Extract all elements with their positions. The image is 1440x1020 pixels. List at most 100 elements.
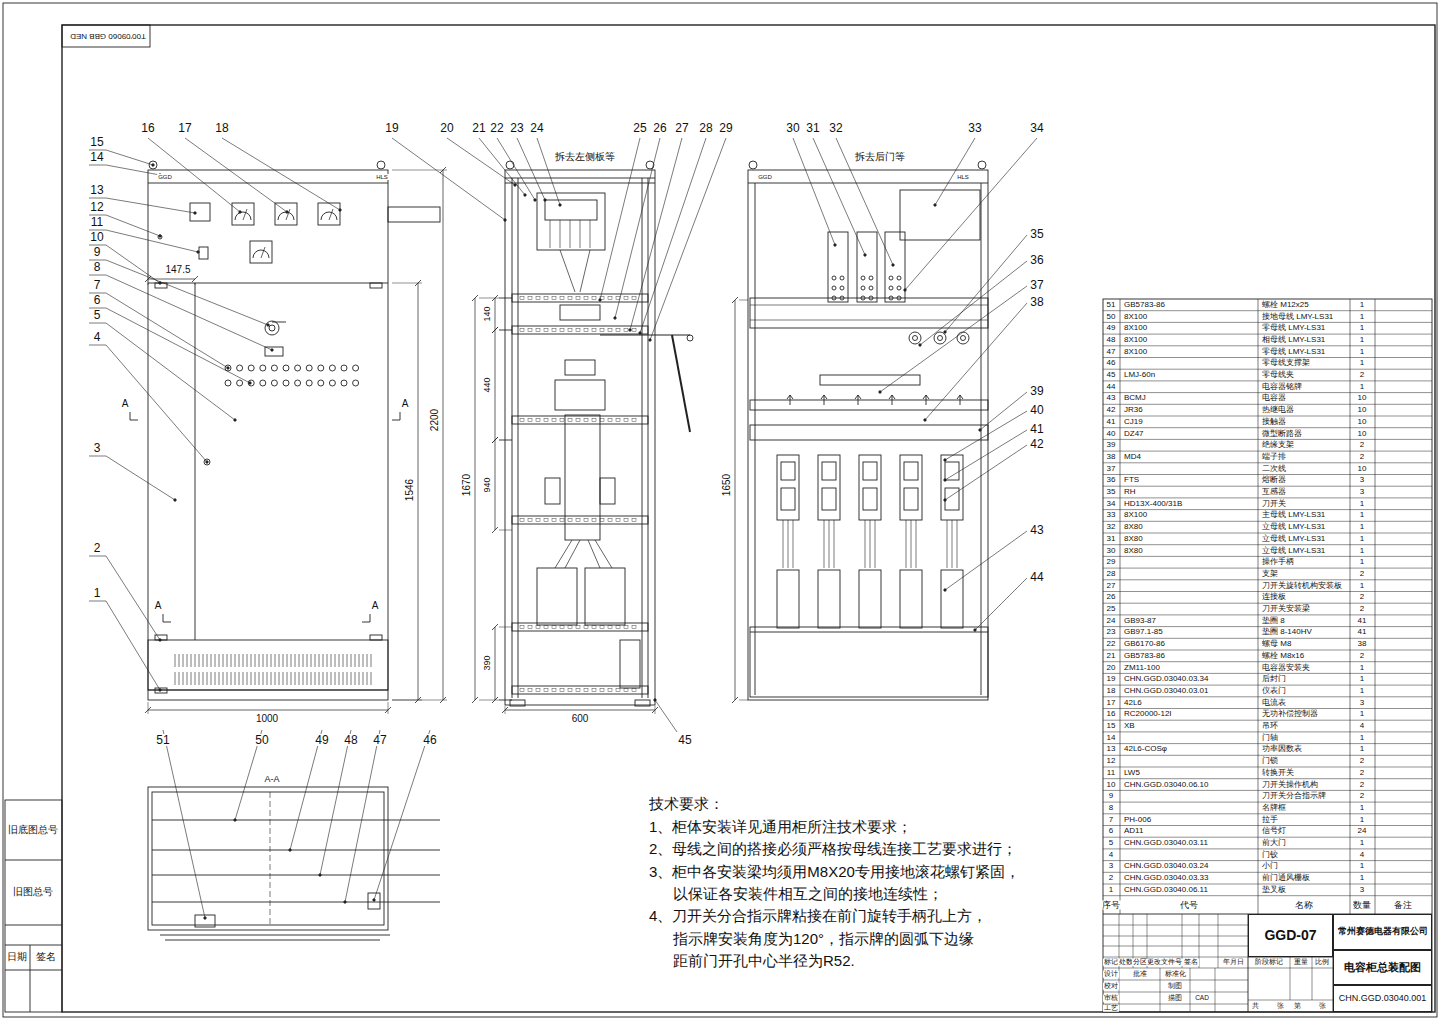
table-rule [1103,685,1432,686]
beam-hole [544,419,548,422]
table-cell: 螺栓 M12x25 [1261,301,1310,309]
table-cell: 1 [1359,745,1365,753]
busbar-clamp [820,375,920,385]
table-cell: 端子排 [1261,453,1287,461]
beam-hole [624,689,628,692]
wire [911,520,912,568]
callout-number: 31 [805,122,820,134]
leader-dot [197,251,199,253]
frame-post [512,178,513,698]
vent-slot [283,672,284,685]
table-cell: DZ47 [1123,430,1145,438]
title-rule [1103,936,1248,937]
frame-post [755,183,756,695]
leader-line [980,392,1027,430]
vent-slot [303,672,304,685]
beam-hole [560,297,564,300]
margin-box [5,800,62,1012]
vent-slot [363,654,364,667]
table-cell: 41 [1357,617,1368,625]
vent-slot [299,672,300,685]
margin-text: 旧底图总号 [7,825,59,835]
table-cell: 3 [1108,862,1114,870]
table-cell: 主母线 LMY-LS31 [1261,511,1326,519]
meter-needle [261,247,265,258]
table-cell: 2 [1359,570,1365,578]
breaker-module [941,455,963,520]
beam-hole [528,419,532,422]
dimension-value: 140 [483,305,492,322]
handle-hub [265,321,279,335]
beam-hole [616,297,620,300]
contactor [781,488,795,510]
fuse-holder [565,415,600,540]
signal-lamp [271,365,277,371]
table-rule [1103,357,1432,358]
panel-edge [148,283,388,284]
table-cell: 接地母线 LMY-LS31 [1261,313,1334,321]
beam-hole [624,419,628,422]
meter-symbol [318,203,340,225]
callout-number: 14 [89,151,104,163]
table-cell: 4 [1359,851,1365,859]
circuit-breaker [945,462,959,480]
beam-hole [584,297,588,300]
table-cell: 垫圈 8 [1261,617,1286,625]
leader-dot [974,629,976,631]
table-cell: 48 [1106,336,1117,344]
table-cell: 8X80 [1123,523,1144,531]
bolt-hole [832,286,836,290]
circuit-breaker [863,462,877,480]
busbar-edge [750,305,988,306]
technical-note: 1、柜体安装详见通用柜所注技术要求； [648,819,913,834]
table-cell: 支架 [1261,570,1279,578]
leader-dot [614,317,616,319]
wire [870,520,871,568]
beam-hole [600,419,604,422]
callout-number: 48 [343,734,358,746]
section-letter: A [401,399,410,409]
technical-note: 2、母线之间的搭接必须严格按母线连接工艺要求进行； [648,841,1018,856]
section-mark [130,412,138,420]
vent-slot [275,672,276,685]
table-rule [1103,322,1432,323]
vent-slot [183,654,184,667]
vertical-busbar [857,232,877,302]
table-cell: 2 [1359,792,1365,800]
table-rule [1103,462,1432,463]
title-rule [1218,914,1219,968]
technical-note: 以保证各安装件相互之间的接地连续性； [672,886,944,901]
beam-hole [536,689,540,692]
callout-number: 20 [439,122,454,134]
table-cell: 32 [1106,523,1117,531]
table-cell: 4 [1359,722,1365,730]
extension-line [499,330,512,331]
table-rule [1103,404,1432,405]
title-block-text: 重量 [1293,959,1309,966]
table-cell: GB5783-86 [1123,652,1166,660]
wire [916,520,917,568]
table-cell: 3 [1359,476,1365,484]
meter-scale [235,212,251,220]
table-cell: 41 [1106,418,1117,426]
signal-lamp [283,380,289,386]
table-cell: FTS [1123,476,1140,484]
table-cell: 1 [1359,675,1365,683]
dimension-line [418,283,419,700]
table-cell: GB93-87 [1123,617,1157,625]
leader-dot [514,184,516,186]
table-cell: JR36 [1123,406,1144,414]
beam-hole [584,519,588,522]
signal-lamp [271,380,277,386]
vent-slot [267,654,268,667]
vent-slot [267,672,268,685]
vent-slot [179,672,180,685]
title-cell: 电容柜总装配图 [1333,950,1432,985]
table-cell: 刀开关 [1261,500,1287,508]
leader-dot [159,639,161,641]
vent-slot [207,672,208,685]
beam-hole [592,329,596,332]
leader-line [945,411,1027,460]
beam-hole [600,519,604,522]
table-cell: 门轴 [1261,734,1279,742]
